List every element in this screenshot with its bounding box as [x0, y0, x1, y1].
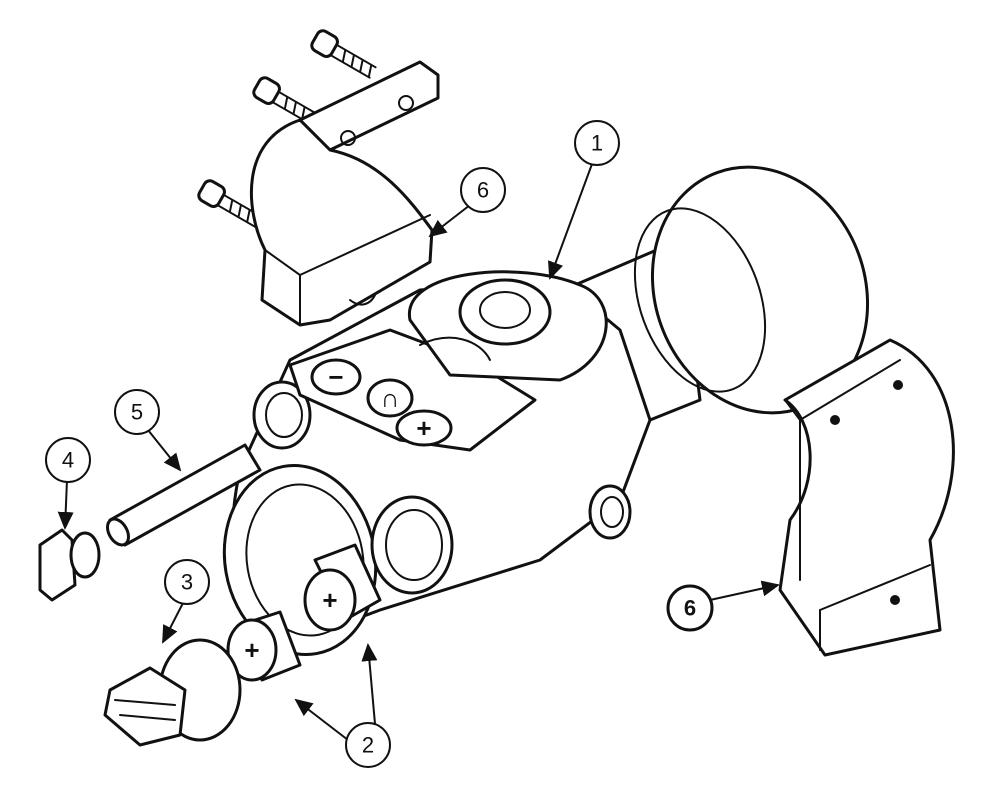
callout-3: 3: [164, 559, 210, 605]
svg-text:2: 2: [362, 733, 374, 758]
svg-text:3: 3: [181, 570, 193, 595]
brightness-up-button-symbol: +: [416, 413, 431, 443]
callout-2: 2: [345, 722, 391, 768]
svg-text:6: 6: [684, 596, 696, 621]
callout-4: 4: [45, 437, 91, 483]
mount-screws: [197, 29, 377, 229]
battery-plus-symbol-2: +: [244, 635, 259, 665]
brightness-down-button-symbol: −: [328, 362, 343, 392]
small-cap: [38, 528, 101, 602]
callout-6-bottom: 6: [666, 584, 714, 632]
callout-6-top: 6: [460, 167, 506, 213]
battery-plus-symbol: +: [322, 585, 337, 615]
bottom-ring-mount: [778, 338, 955, 657]
svg-text:4: 4: [62, 448, 74, 473]
svg-text:5: 5: [131, 400, 143, 425]
battery-cap: [103, 638, 242, 747]
svg-text:6: 6: [477, 178, 489, 203]
svg-text:1: 1: [591, 131, 603, 156]
mode-button-symbol: ∩: [381, 383, 400, 413]
scope-body: − ∩ +: [222, 270, 652, 656]
batteries: + +: [226, 543, 382, 682]
callout-5: 5: [114, 389, 160, 435]
top-ring-mount: [249, 60, 440, 327]
callout-1: 1: [574, 120, 620, 166]
pin: [106, 443, 262, 547]
